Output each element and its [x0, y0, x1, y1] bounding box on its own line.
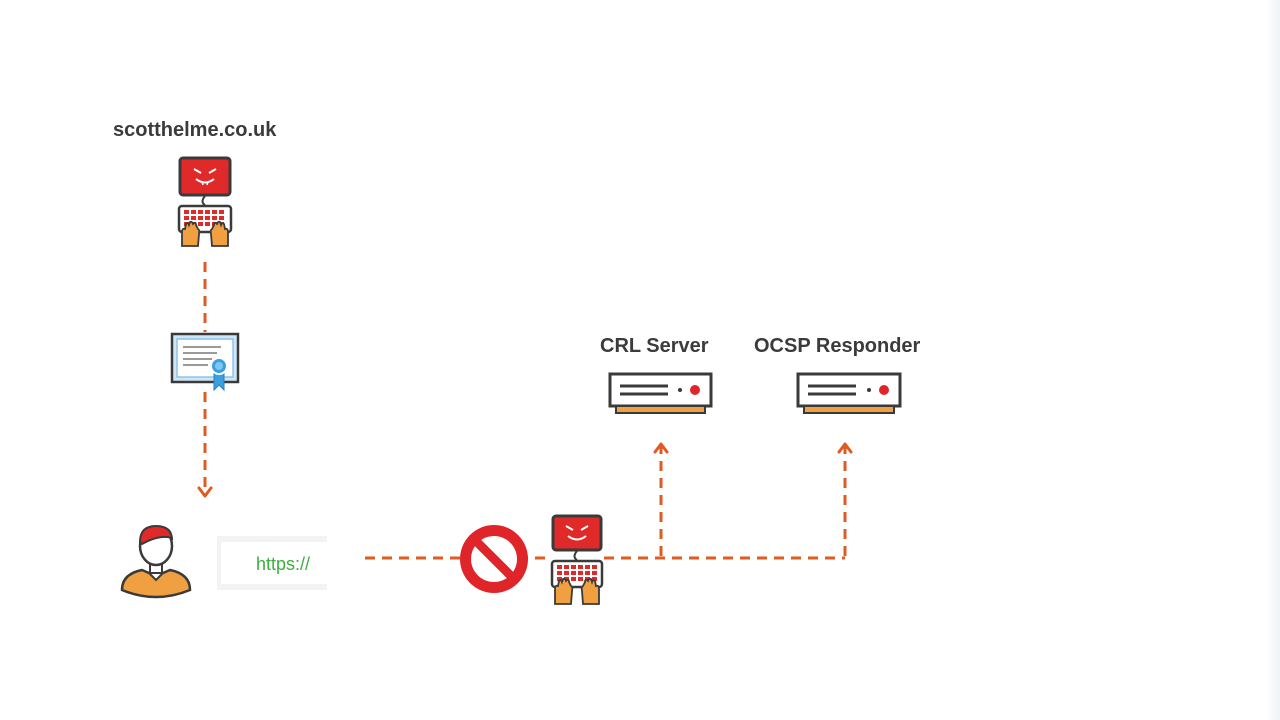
crl-server-icon — [608, 372, 713, 414]
site-label: scotthelme.co.uk — [113, 119, 277, 141]
arrow-head-down — [197, 486, 213, 498]
ocsp-responder-label: OCSP Responder — [754, 335, 921, 357]
https-url-text: https:// — [256, 554, 311, 574]
browser-url-box — [217, 536, 327, 590]
attacker-computer-icon — [177, 156, 233, 247]
edge-shade — [1266, 0, 1280, 720]
arrow-head-up-crl — [653, 442, 669, 454]
no-entry-icon — [460, 525, 528, 593]
browser-url-field — [221, 542, 327, 584]
crl-server-label: CRL Server — [600, 335, 709, 357]
user-icon — [120, 524, 192, 599]
ocsp-server-icon — [796, 372, 902, 414]
certificate-icon — [170, 332, 240, 392]
arrow-head-up-ocsp — [837, 442, 853, 454]
attacker-computer-icon — [550, 514, 604, 605]
